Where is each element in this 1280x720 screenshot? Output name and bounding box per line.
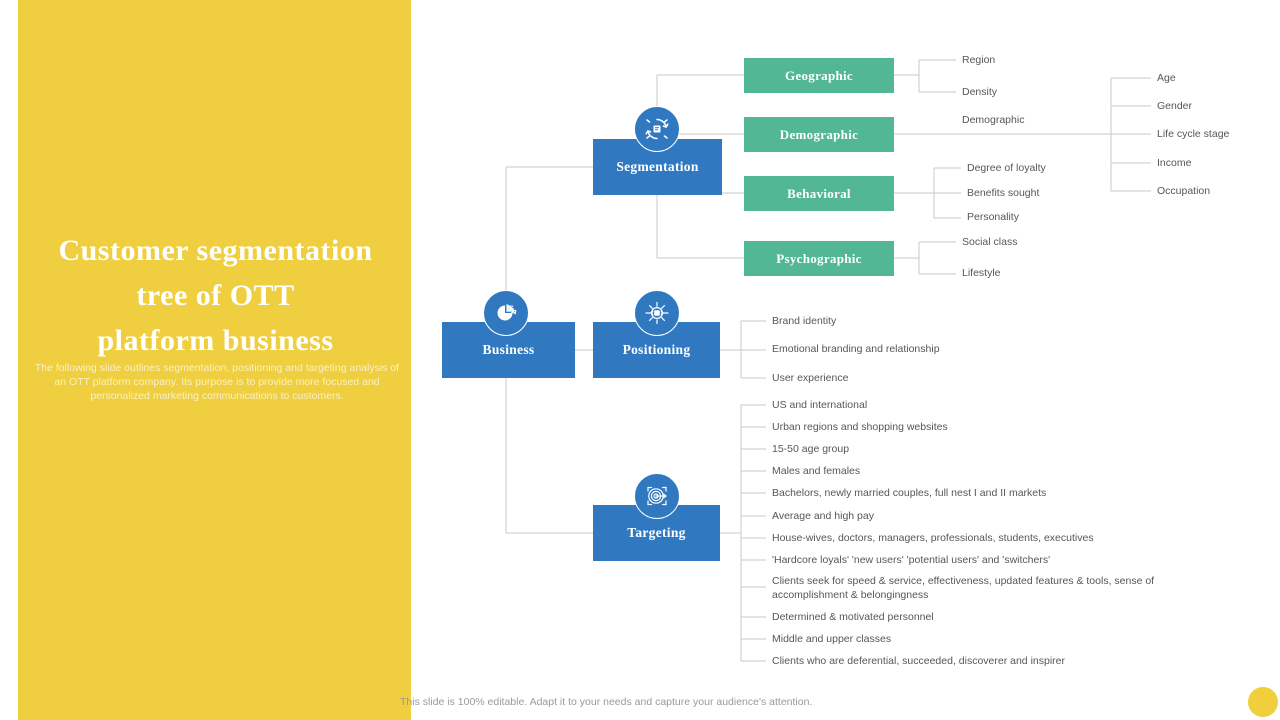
node-targeting-label: Targeting <box>627 525 686 540</box>
node-segmentation-label: Segmentation <box>616 159 699 174</box>
leaf-psychographic-social-class: Social class <box>962 236 1018 248</box>
node-business-label: Business <box>482 342 535 357</box>
node-geographic-label: Geographic <box>785 67 853 83</box>
pie-chart-growth-icon: S <box>483 290 529 336</box>
leaf-demographic-age: Age <box>1157 72 1176 84</box>
page-title-line-3: platform business <box>97 324 334 357</box>
leaf-targeting-11: Middle and upper classes <box>772 633 892 645</box>
segmentation-tree-diagram: Business S Segmentation Ge <box>411 0 1280 720</box>
leaf-demographic-life-cycle-stage: Life cycle stage <box>1157 128 1230 140</box>
leaf-positioning-user-experience: User experience <box>772 372 849 384</box>
leaf-targeting-8: 'Hardcore loyals' 'new users' 'potential… <box>772 554 1051 566</box>
leaf-demographic-gender: Gender <box>1157 100 1193 112</box>
leaf-positioning-brand-identity: Brand identity <box>772 315 837 327</box>
leaf-targeting-2: Urban regions and shopping websites <box>772 421 948 433</box>
leaf-targeting-6: Average and high pay <box>772 510 874 522</box>
node-psychographic[interactable]: Psychographic <box>744 241 894 276</box>
page-subtitle: The following slide outlines segmentatio… <box>34 362 400 402</box>
leaf-targeting-4: Males and females <box>772 465 861 477</box>
node-psychographic-label: Psychographic <box>776 250 862 266</box>
segmentation-cycle-icon <box>634 106 680 152</box>
leaf-targeting-12: Clients who are deferential, succeeded, … <box>772 655 1065 667</box>
leaf-targeting-10: Determined & motivated personnel <box>772 611 934 623</box>
leaf-demographic-income: Income <box>1157 157 1192 169</box>
node-demographic[interactable]: Demographic <box>744 117 894 152</box>
node-geographic[interactable]: Geographic <box>744 58 894 93</box>
page-title-line-2: tree of OTT <box>136 279 295 312</box>
leaf-targeting-3: 15-50 age group <box>772 443 850 455</box>
page-title-line-1: Customer segmentation <box>58 234 373 267</box>
node-behavioral-label: Behavioral <box>787 185 851 201</box>
leaf-demographic: Demographic <box>962 114 1025 126</box>
targeting-bullseye-icon <box>634 473 680 519</box>
leaf-behavioral-degree-of-loyalty: Degree of loyalty <box>967 162 1046 174</box>
leaf-behavioral-personality: Personality <box>967 211 1019 223</box>
leaf-targeting-5: Bachelors, newly married couples, full n… <box>772 487 1047 499</box>
positioning-target-radiate-icon <box>634 290 680 336</box>
footer-note: This slide is 100% editable. Adapt it to… <box>400 696 813 708</box>
leaf-geographic-density: Density <box>962 86 998 98</box>
title-panel: Customer segmentation tree of OTT platfo… <box>18 0 411 720</box>
leaf-targeting-7: House-wives, doctors, managers, professi… <box>772 532 1094 544</box>
leaf-targeting-9: Clients seek for speed & service, effect… <box>772 575 1155 601</box>
page-title: Customer segmentation tree of OTT platfo… <box>28 228 403 363</box>
leaf-positioning-emotional-branding: Emotional branding and relationship <box>772 343 940 355</box>
svg-text:S: S <box>509 306 514 313</box>
leaf-behavioral-benefits-sought: Benefits sought <box>967 187 1040 199</box>
leaf-demographic-occupation: Occupation <box>1157 185 1211 197</box>
node-positioning-label: Positioning <box>622 342 691 357</box>
decorative-yellow-circle <box>1248 687 1278 717</box>
leaf-psychographic-lifestyle: Lifestyle <box>962 267 1001 279</box>
leaf-targeting-1: US and international <box>772 399 868 411</box>
node-demographic-label: Demographic <box>779 126 859 142</box>
leaf-geographic-region: Region <box>962 54 996 66</box>
node-behavioral[interactable]: Behavioral <box>744 176 894 211</box>
